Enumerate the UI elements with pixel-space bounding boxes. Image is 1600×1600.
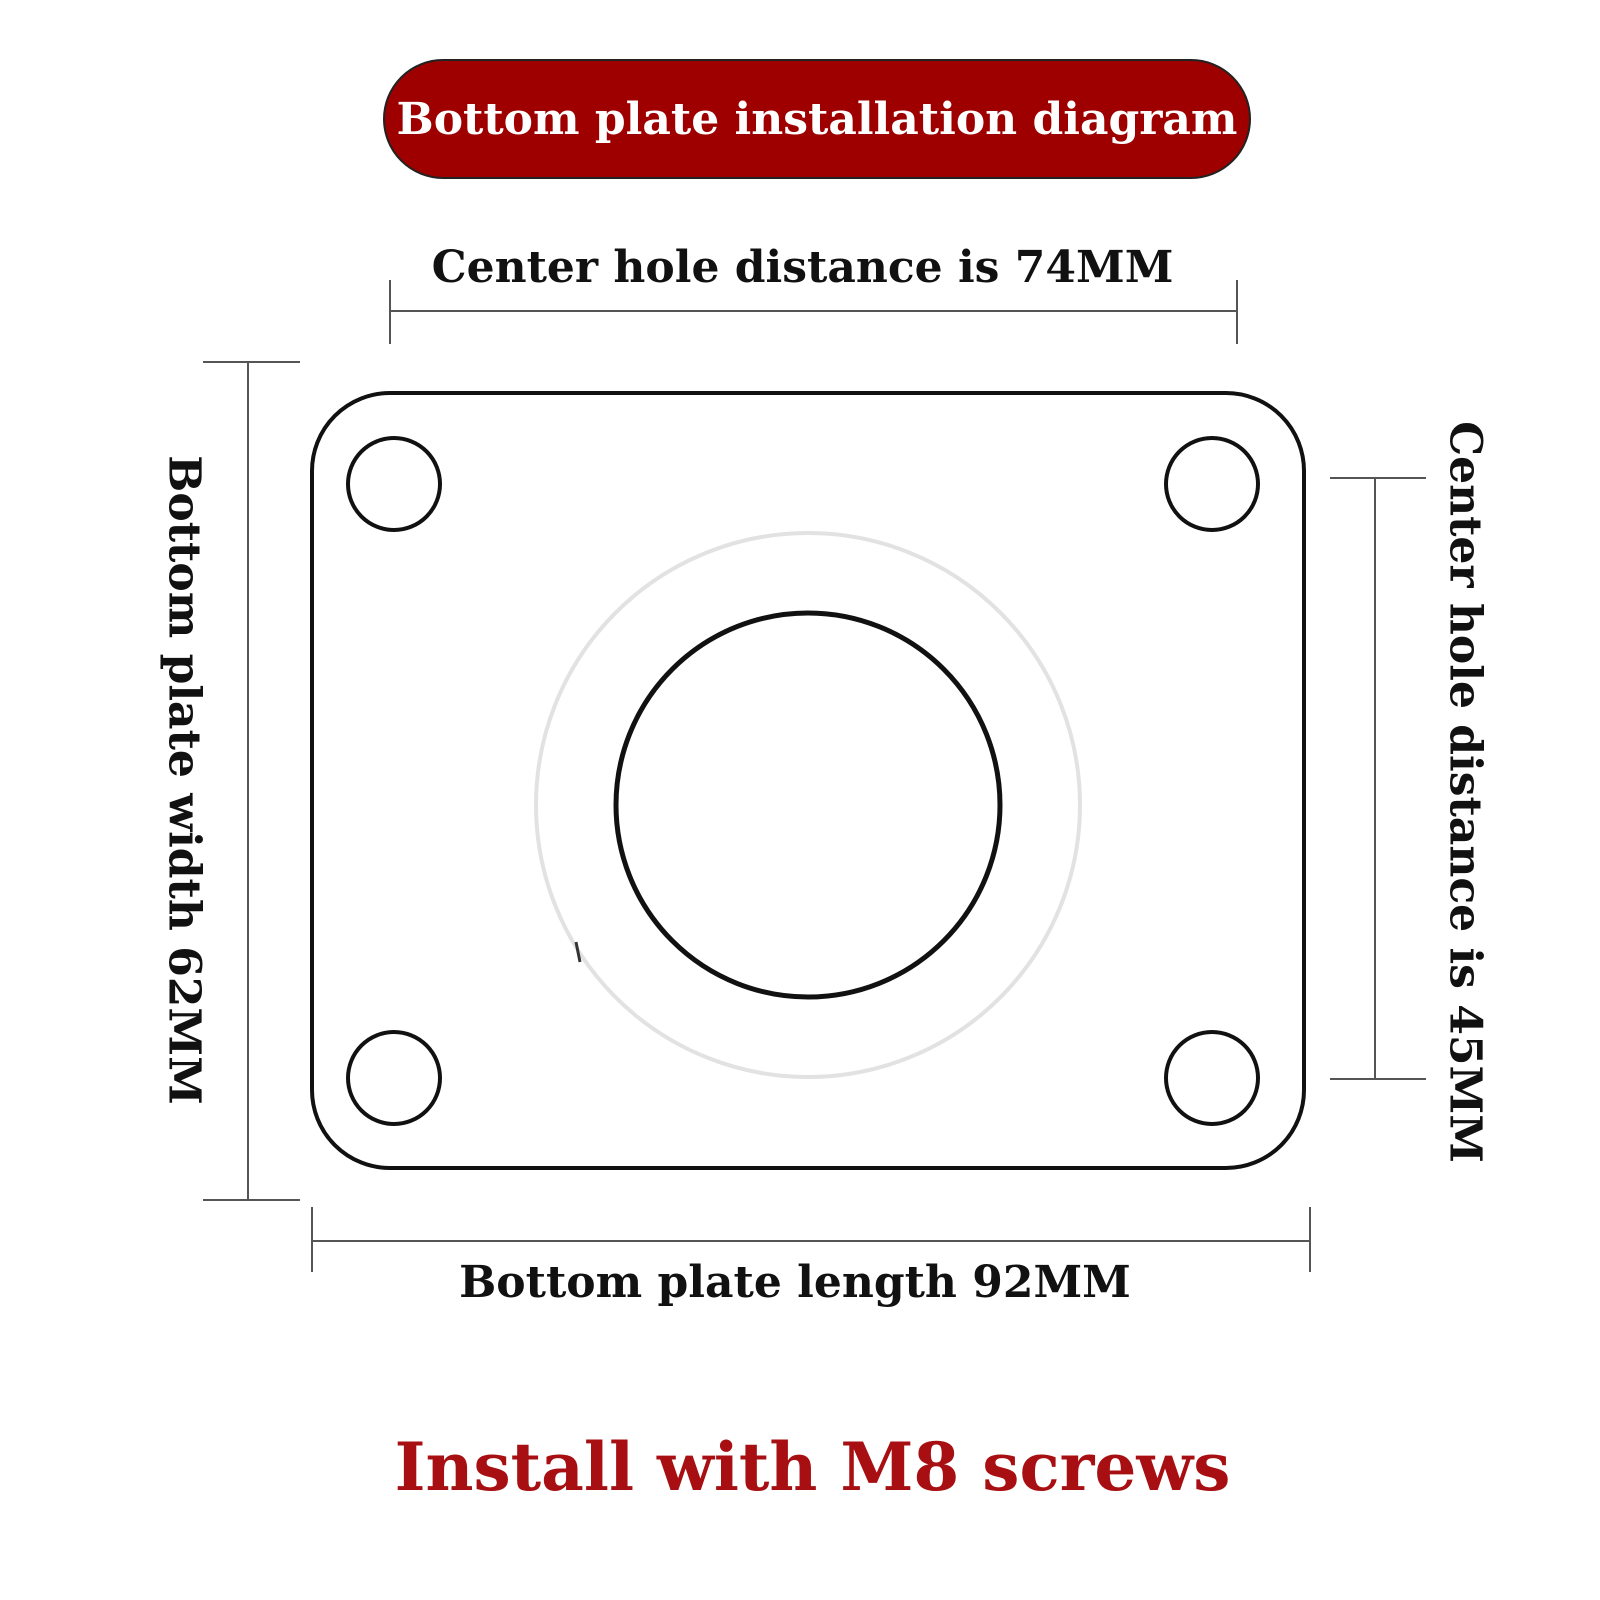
screw-hole-bottom-right (1164, 1030, 1260, 1126)
center-hole-distance-horizontal-label: Center hole distance is 74MM (431, 242, 1174, 293)
screw-hole-top-right (1164, 436, 1260, 532)
plate-length-label: Bottom plate length 92MM (459, 1257, 1131, 1308)
screw-hole-top-left (346, 436, 442, 532)
center-hole (613, 610, 1003, 1000)
center-hole-distance-vertical-label: Center hole distance is 45MM (1439, 421, 1491, 1163)
screw-hole-bottom-left (346, 1030, 442, 1126)
top-dimension-line (389, 280, 1238, 344)
right-dimension-line (1330, 477, 1426, 1080)
plate-width-label: Bottom plate width 62MM (158, 455, 210, 1105)
bottom-dimension-line (311, 1207, 1311, 1272)
diagram-title: Bottom plate installation diagram (396, 93, 1238, 145)
left-dimension-line (203, 361, 300, 1201)
ring-mark (574, 941, 582, 963)
title-banner: Bottom plate installation diagram (383, 59, 1251, 179)
install-note: Install with M8 screws (394, 1428, 1231, 1506)
bearing-ring (534, 531, 1082, 1079)
